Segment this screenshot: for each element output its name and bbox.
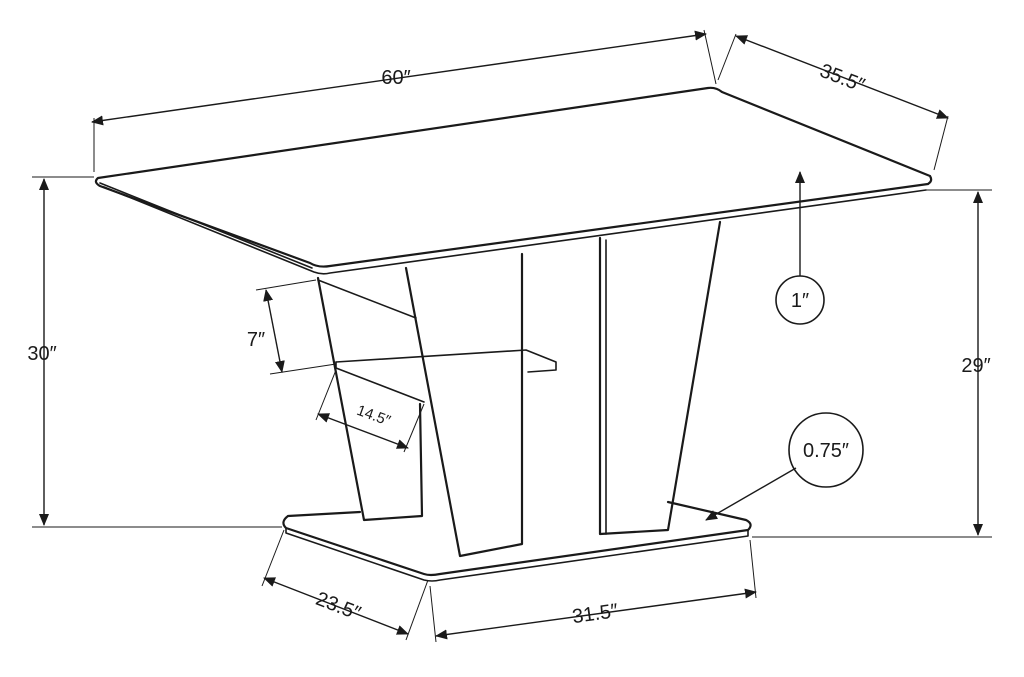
dimension-shelf-spacing: 7″: [247, 279, 337, 375]
left-pedestal-panel: [316, 252, 557, 558]
label-base-thickness: 0.75″: [803, 440, 849, 462]
label-shelf-depth: 14.5″: [354, 402, 393, 430]
table-drawing: [94, 86, 933, 582]
dimension-pedestal-height: 29″: [752, 189, 992, 538]
dimension-top-length: 60″: [91, 29, 717, 172]
callout-top-thickness: 1″: [775, 171, 825, 325]
label-top-length: 60″: [381, 67, 410, 89]
label-top-thickness: 1″: [791, 290, 809, 312]
dimension-overall-height: 30″: [27, 176, 282, 528]
dimension-top-depth: 35.5″: [717, 33, 949, 171]
callout-base-thickness: 0.75″: [705, 412, 864, 521]
label-base-depth: 23.5″: [313, 588, 364, 625]
dimension-base-length: 31.5″: [429, 539, 757, 643]
table-base: [282, 500, 752, 582]
dimension-base-depth: 23.5″: [261, 529, 429, 641]
table-top: [94, 86, 933, 275]
label-overall-height: 30″: [27, 343, 56, 365]
label-pedestal-height: 29″: [961, 355, 990, 377]
dimension-shelf-depth: 14.5″: [315, 369, 425, 453]
label-shelf-spacing: 7″: [247, 329, 265, 351]
right-pedestal-panel: [598, 220, 722, 536]
label-base-length: 31.5″: [571, 600, 620, 628]
label-top-depth: 35.5″: [817, 60, 868, 97]
